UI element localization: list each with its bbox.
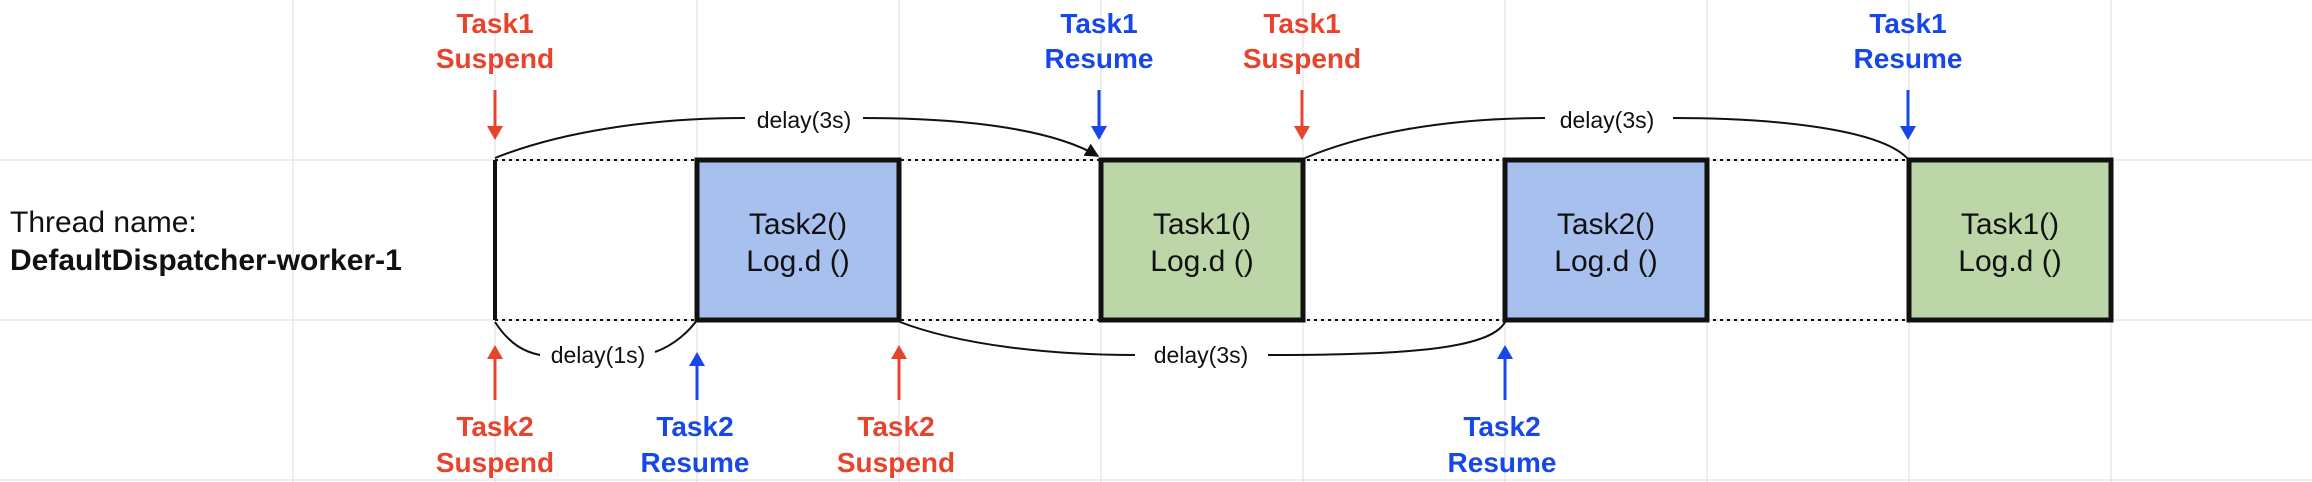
event-task2-suspend-1: Task2 Suspend bbox=[436, 345, 554, 478]
event-label-line1: Task2 bbox=[1463, 411, 1540, 442]
thread-name-value: DefaultDispatcher-worker-1 bbox=[10, 244, 402, 277]
event-label-line1: Task1 bbox=[1060, 8, 1137, 39]
task-box-task2-2: Task2() Log.d () bbox=[1502, 157, 1710, 323]
event-label-line2: Suspend bbox=[837, 447, 955, 478]
arrow-head bbox=[891, 345, 907, 359]
delay-curve-top-2b bbox=[1672, 117, 1908, 159]
arrow-head bbox=[1091, 126, 1107, 140]
event-label-line1: Task1 bbox=[456, 8, 533, 39]
task-box-task1-2: Task1() Log.d () bbox=[1906, 157, 2114, 323]
task2-box bbox=[694, 157, 902, 323]
down-arrow-icon bbox=[1294, 90, 1310, 140]
down-arrow-icon bbox=[1900, 90, 1916, 140]
up-arrow-icon bbox=[487, 345, 503, 400]
top-event-markers: Task1 Suspend Task1 Resume Task1 Suspend… bbox=[436, 8, 1963, 140]
task-box-subtitle: Log.d () bbox=[746, 245, 849, 278]
delay-connectors bbox=[494, 117, 1908, 356]
event-label-line1: Task2 bbox=[456, 411, 533, 442]
event-task1-suspend-1: Task1 Suspend bbox=[436, 8, 554, 140]
delay-label-top-2: delay(3s) bbox=[1560, 107, 1655, 133]
task1-box bbox=[1098, 157, 1306, 323]
arrow-head bbox=[689, 352, 705, 366]
delay-curve-bottom-2b bbox=[1267, 321, 1506, 356]
arrow-head bbox=[1900, 126, 1916, 140]
arrow-head bbox=[487, 345, 503, 359]
task-box-subtitle: Log.d () bbox=[1958, 245, 2061, 278]
delay-curve-top-2a bbox=[1304, 117, 1546, 159]
event-label-line2: Resume bbox=[1854, 43, 1963, 74]
delay-curve-top-1b bbox=[862, 117, 1100, 157]
task-box-subtitle: Log.d () bbox=[1554, 245, 1657, 278]
event-label-line2: Suspend bbox=[1243, 43, 1361, 74]
event-label-line2: Suspend bbox=[436, 43, 554, 74]
delay-curve-bottom-2a bbox=[899, 321, 1136, 356]
task-box-title: Task1() bbox=[1153, 208, 1251, 241]
delay-curve-bottom-1b bbox=[654, 319, 698, 353]
event-label-line1: Task2 bbox=[857, 411, 934, 442]
event-label-line2: Resume bbox=[641, 447, 750, 478]
delay-curve-bottom-1a bbox=[494, 321, 541, 356]
event-label-line2: Resume bbox=[1448, 447, 1557, 478]
delay-curve-top-1a bbox=[494, 117, 746, 159]
up-arrow-icon bbox=[1497, 345, 1513, 400]
event-label-line1: Task1 bbox=[1869, 8, 1946, 39]
event-task1-resume-2: Task1 Resume bbox=[1854, 8, 1963, 140]
task-box-title: Task2() bbox=[1557, 208, 1655, 241]
delay-label-top-1: delay(3s) bbox=[757, 107, 852, 133]
task2-box bbox=[1502, 157, 1710, 323]
up-arrow-icon bbox=[891, 345, 907, 400]
event-label-line1: Task2 bbox=[656, 411, 733, 442]
task-box-task1-1: Task1() Log.d () bbox=[1098, 157, 1306, 323]
task-box-task2-1: Task2() Log.d () bbox=[694, 157, 902, 323]
arrow-head bbox=[1294, 126, 1310, 140]
delay-label-bottom-1: delay(1s) bbox=[551, 342, 646, 368]
task-box-title: Task1() bbox=[1961, 208, 2059, 241]
event-task1-resume-1: Task1 Resume bbox=[1045, 8, 1154, 140]
arrow-head bbox=[487, 126, 503, 140]
event-task2-resume-1: Task2 Resume bbox=[641, 352, 750, 478]
up-arrow-icon bbox=[689, 352, 705, 400]
event-task2-resume-2: Task2 Resume bbox=[1448, 345, 1557, 478]
delay-label-bottom-2: delay(3s) bbox=[1154, 342, 1249, 368]
task-box-title: Task2() bbox=[749, 208, 847, 241]
down-arrow-icon bbox=[487, 90, 503, 140]
arrow-head bbox=[1497, 345, 1513, 359]
task1-box bbox=[1906, 157, 2114, 323]
event-label-line2: Resume bbox=[1045, 43, 1154, 74]
event-task1-suspend-2: Task1 Suspend bbox=[1243, 8, 1361, 140]
event-label-line1: Task1 bbox=[1263, 8, 1340, 39]
bottom-event-markers: Task2 Suspend Task2 Resume Task2 Suspend… bbox=[436, 345, 1557, 478]
event-task2-suspend-2: Task2 Suspend bbox=[837, 345, 955, 478]
task-box-subtitle: Log.d () bbox=[1150, 245, 1253, 278]
thread-name-label: Thread name: bbox=[10, 206, 197, 239]
down-arrow-icon bbox=[1091, 90, 1107, 140]
event-label-line2: Suspend bbox=[436, 447, 554, 478]
